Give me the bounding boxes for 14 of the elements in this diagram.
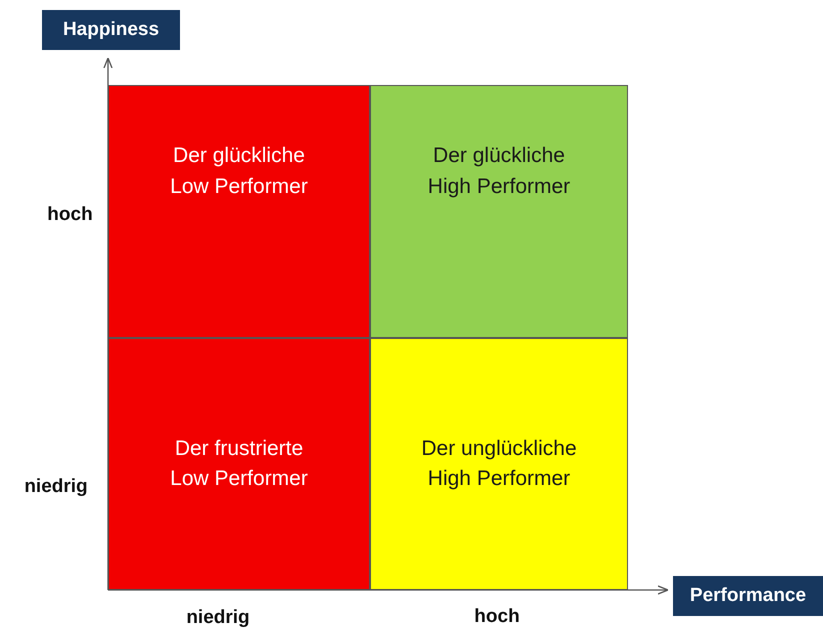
axis-tick-label: niedrig: [186, 607, 250, 629]
quadrant-label: Der unglückliche High Performer: [420, 436, 578, 492]
quadrant: [370, 338, 628, 590]
quadrant: [370, 85, 628, 338]
axis-title: Performance: [673, 576, 823, 616]
quadrant: [108, 338, 370, 590]
axis-tick-label: hoch: [474, 606, 520, 628]
axis-tick-label: hoch: [47, 204, 93, 226]
axis-tick-label: niedrig: [24, 476, 88, 498]
quadrant-label: Der glückliche High Performer: [426, 143, 572, 200]
quadrant: [108, 85, 370, 338]
quadrant-label: Der frustrierte Low Performer: [169, 436, 309, 492]
quadrant-label: Der glückliche Low Performer: [169, 143, 309, 200]
axis-title: Happiness: [42, 10, 180, 50]
